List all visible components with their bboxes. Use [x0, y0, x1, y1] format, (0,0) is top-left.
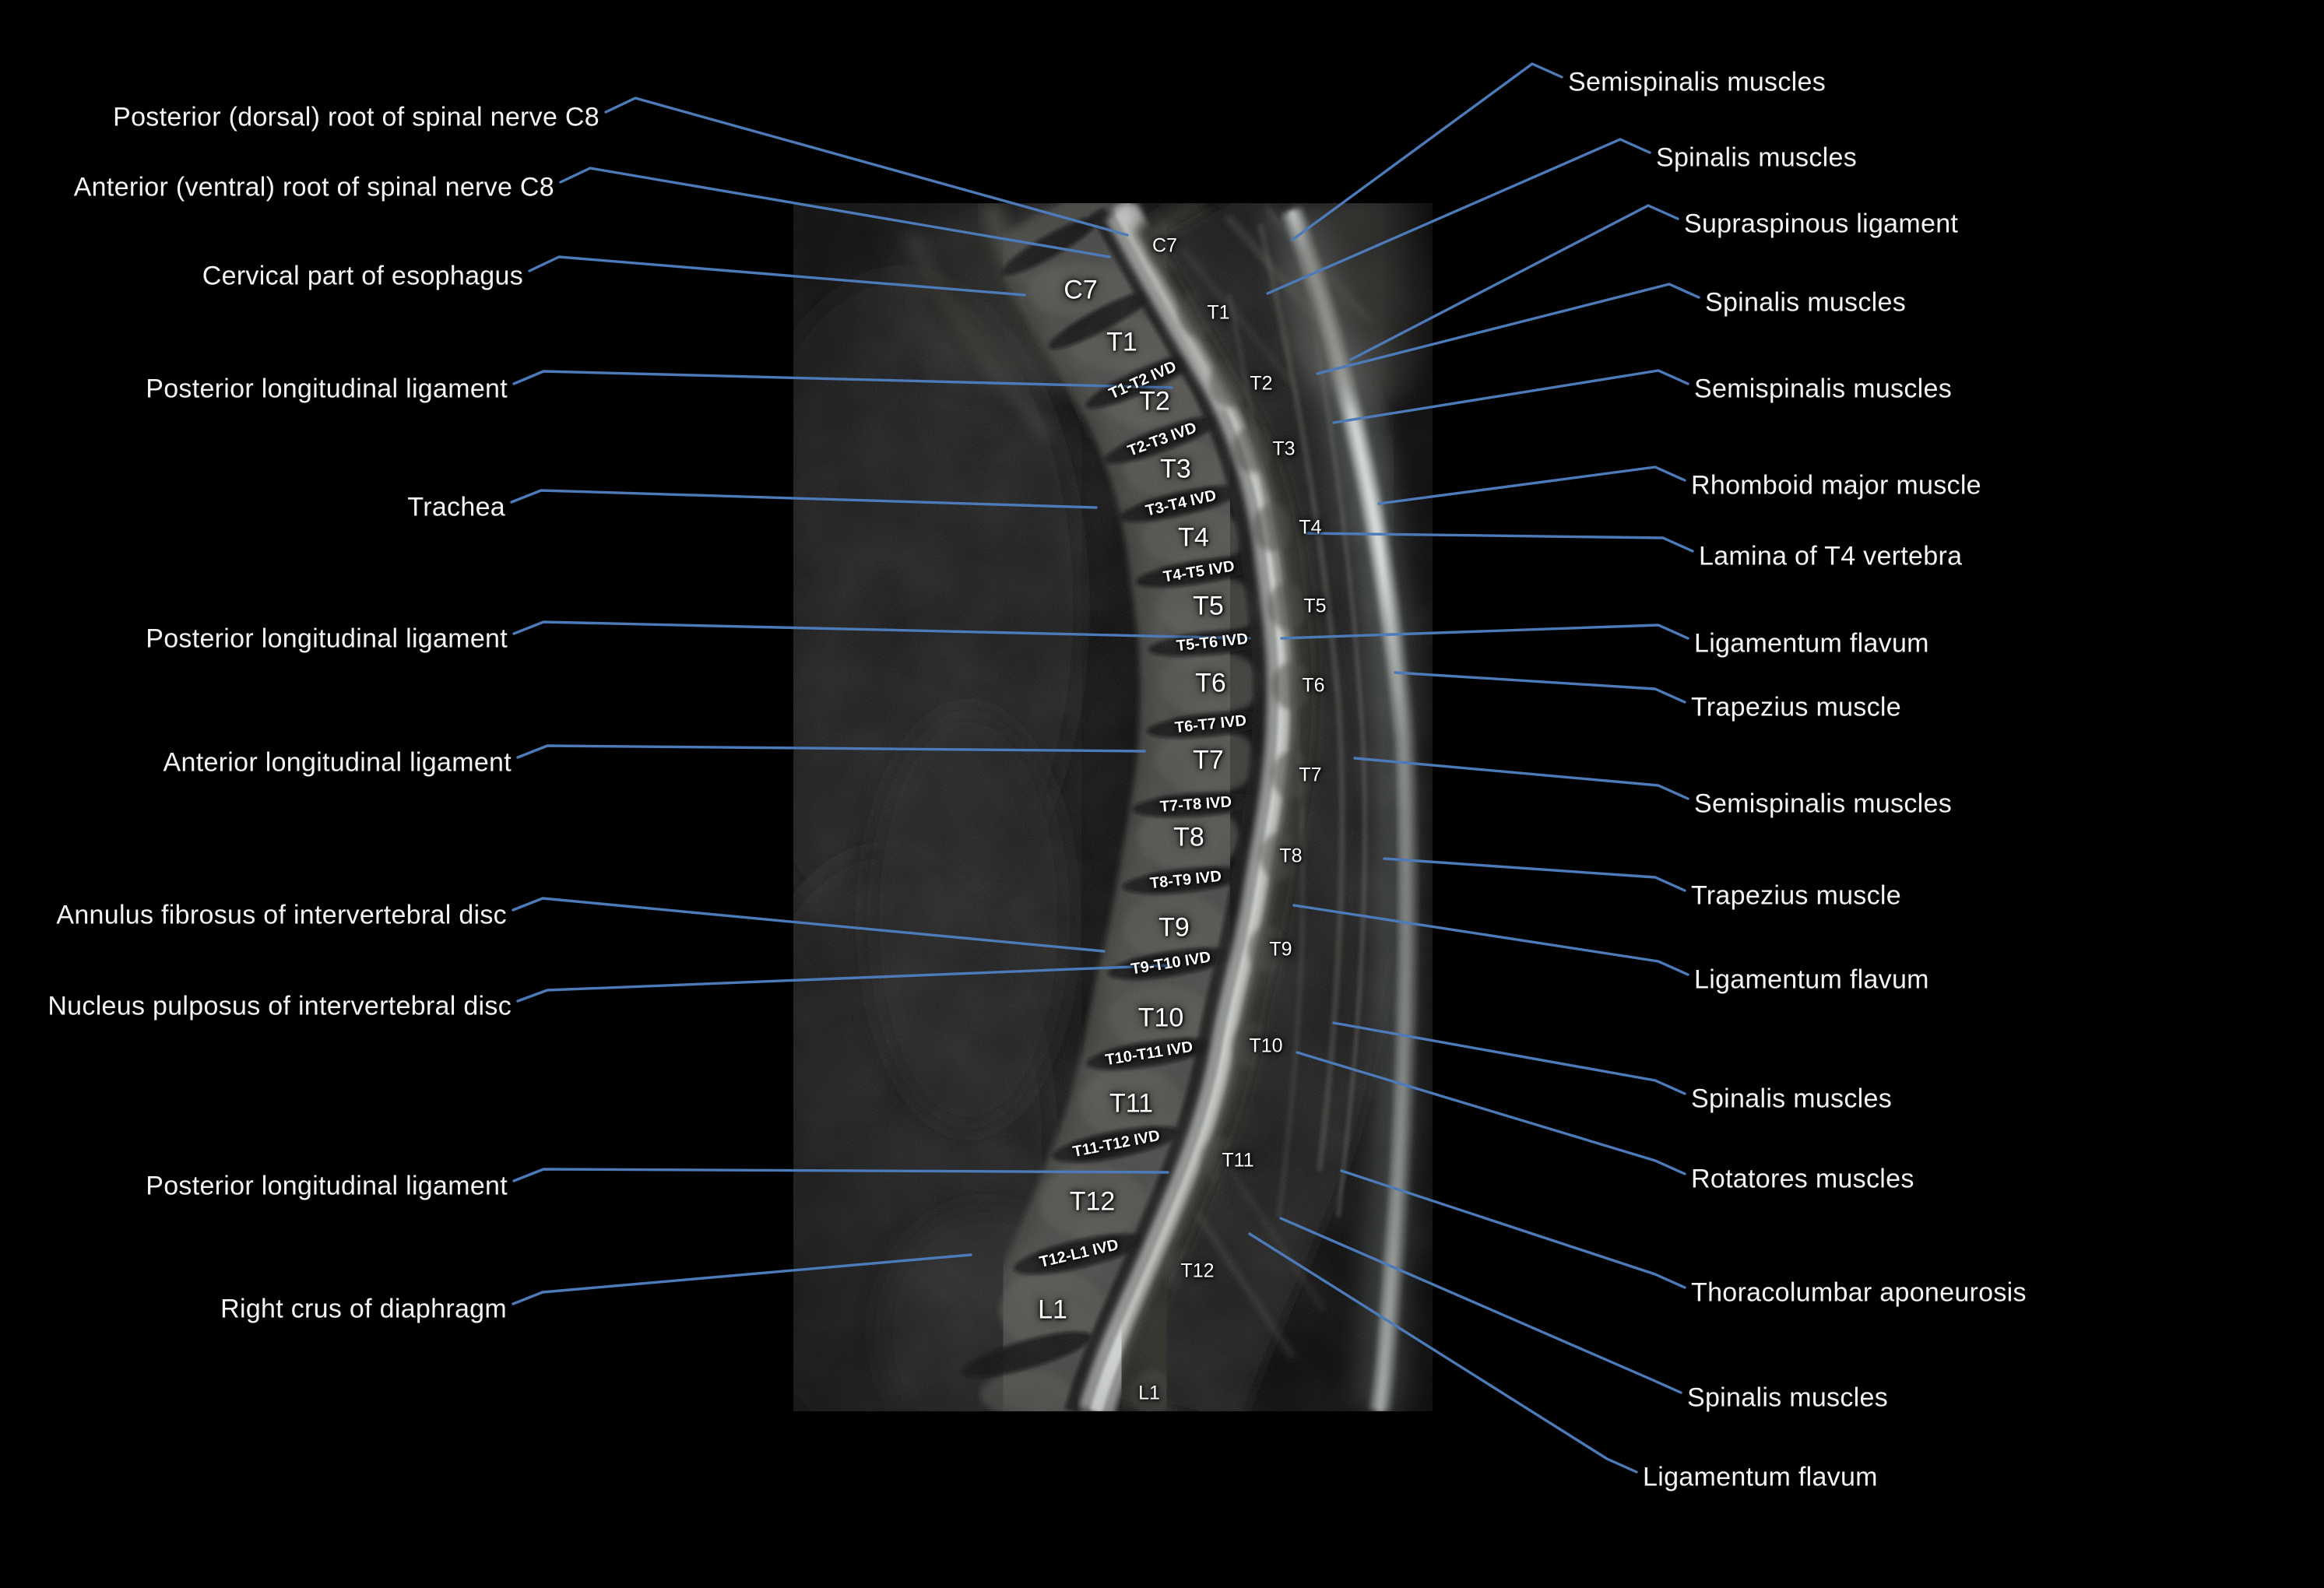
vertebra-body-label: L1 [1038, 1295, 1067, 1325]
posterior-element-label: T11 [1222, 1149, 1254, 1172]
annotation-label: Right crus of diaphragm [220, 1294, 507, 1324]
posterior-element-label: T12 [1180, 1260, 1215, 1282]
annotation-label: Spinalis muscles [1656, 142, 1858, 173]
vertebra-body-label: T1 [1106, 327, 1137, 357]
posterior-element-label: T3 [1272, 437, 1296, 460]
vertebra-body-label: T5 [1193, 591, 1224, 621]
vertebra-body-label: T9 [1158, 912, 1190, 943]
annotation-label: Spinalis muscles [1691, 1084, 1893, 1114]
annotation-label: Spinalis muscles [1687, 1382, 1889, 1413]
posterior-element-label: T6 [1302, 674, 1325, 697]
vertebra-body-label: T8 [1173, 822, 1204, 852]
vertebra-body-label: T11 [1109, 1088, 1154, 1119]
posterior-element-label: T4 [1299, 516, 1322, 539]
vertebra-body-label: T7 [1193, 745, 1224, 775]
annotation-label: Posterior longitudinal ligament [146, 1171, 508, 1201]
annotation-label: Posterior longitudinal ligament [146, 374, 508, 404]
posterior-element-label: L1 [1138, 1382, 1160, 1404]
posterior-element-label: T9 [1269, 938, 1292, 961]
vertebra-body-label: T6 [1195, 668, 1226, 698]
annotation-label: Annulus fibrosus of intervertebral disc [56, 900, 507, 930]
annotation-label: Anterior (ventral) root of spinal nerve … [73, 172, 554, 202]
annotation-label: Lamina of T4 vertebra [1699, 541, 1963, 571]
vertebra-body-label: T10 [1137, 1003, 1184, 1033]
annotation-label: Spinalis muscles [1705, 287, 1907, 318]
annotation-label: Semispinalis muscles [1694, 789, 1952, 819]
annotation-label: Semispinalis muscles [1568, 67, 1826, 97]
annotation-label: Semispinalis muscles [1694, 374, 1952, 404]
posterior-element-label: T8 [1279, 845, 1303, 867]
posterior-element-label: T5 [1303, 595, 1327, 617]
annotation-label: Anterior longitudinal ligament [163, 747, 512, 778]
annotation-label: Trachea [407, 492, 505, 522]
annotation-label: Posterior longitudinal ligament [146, 624, 508, 654]
annotation-label: Nucleus pulposus of intervertebral disc [47, 991, 512, 1021]
posterior-element-label: T1 [1207, 301, 1230, 324]
annotation-label: Ligamentum flavum [1694, 628, 1929, 659]
annotation-label: Cervical part of esophagus [202, 261, 523, 291]
annotation-label: Trapezius muscle [1691, 880, 1901, 911]
vertebra-body-label: T2 [1139, 386, 1170, 416]
posterior-element-label: T10 [1249, 1035, 1283, 1057]
annotation-label: Trapezius muscle [1691, 692, 1901, 722]
posterior-element-label: T2 [1250, 372, 1273, 395]
vertebra-body-label: T12 [1069, 1186, 1116, 1217]
posterior-element-label: C7 [1152, 234, 1177, 257]
posterior-element-label: T7 [1299, 764, 1322, 786]
annotation-label: Thoracolumbar aponeurosis [1691, 1277, 2027, 1308]
annotation-label: Rhomboid major muscle [1691, 470, 1981, 501]
vertebra-body-label: T3 [1160, 454, 1191, 484]
annotation-label: Ligamentum flavum [1643, 1462, 1878, 1492]
annotation-label: Rotatores muscles [1691, 1164, 1914, 1194]
annotation-label: Posterior (dorsal) root of spinal nerve … [113, 102, 599, 132]
annotation-label: Supraspinous ligament [1684, 209, 1959, 239]
leader-line [1394, 671, 1686, 704]
vertebra-body-label: T4 [1178, 522, 1209, 553]
annotation-label: Ligamentum flavum [1694, 964, 1929, 995]
vertebra-body-label: C7 [1064, 275, 1098, 305]
